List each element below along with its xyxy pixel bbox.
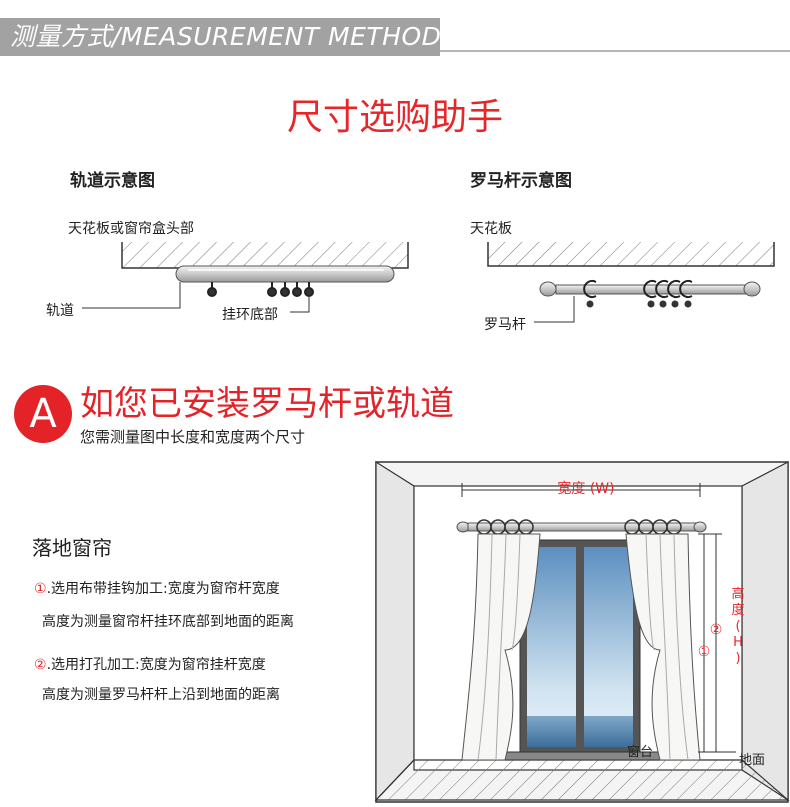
track-ceiling-label: 天花板或窗帘盒头部 <box>68 221 194 237</box>
note-2-text: .选用打孔加工:宽度为窗帘挂杆宽度 <box>46 657 266 673</box>
note-1-line-1: ①.选用布带挂钩加工:宽度为窗帘杆宽度 <box>34 578 280 598</box>
note-2-line-1: ②.选用打孔加工:宽度为窗帘挂杆宽度 <box>34 654 266 674</box>
rod-ceiling-label: 天花板 <box>470 221 512 237</box>
track-ceiling <box>121 242 409 269</box>
track-diagram-title: 轨道示意图 <box>70 171 155 191</box>
height-char-5: ) <box>735 651 740 666</box>
rod-ceiling <box>487 242 775 267</box>
note-2-line-2: 高度为测量罗马杆杆上沿到地面的距离 <box>42 687 280 703</box>
section-a-title: 如您已安装罗马杆或轨道 <box>80 384 454 424</box>
header-divider <box>440 50 790 52</box>
hook-bottom-label: 挂环底部 <box>222 307 278 323</box>
height-char-2: 度 <box>731 602 744 618</box>
header-band <box>0 18 440 56</box>
note-1-marker: ① <box>34 581 47 597</box>
rod-diagram-title: 罗马杆示意图 <box>470 171 572 191</box>
header-title: 测量方式/MEASUREMENT METHOD <box>10 22 442 51</box>
width-label: 宽度 (W) <box>557 480 614 497</box>
window-diagram <box>374 460 790 803</box>
roman-rod <box>534 280 761 323</box>
marker-2: ② <box>710 622 723 638</box>
section-a-subtitle: 您需测量图中长度和宽度两个尺寸 <box>80 428 306 446</box>
track-label: 轨道 <box>46 303 74 319</box>
sill-label: 窗台 <box>627 744 653 760</box>
floor-label: 地面 <box>739 753 765 768</box>
height-char-4: H <box>733 635 743 650</box>
section-a-badge: A <box>14 385 72 443</box>
rod-label: 罗马杆 <box>484 317 526 333</box>
height-char-1: 高 <box>731 586 744 602</box>
track-rail <box>82 265 395 313</box>
note-1-text: .选用布带挂钩加工:宽度为窗帘杆宽度 <box>46 581 280 597</box>
marker-1: ① <box>698 644 711 660</box>
note-2-marker: ② <box>34 657 47 673</box>
height-char-3: ( <box>735 619 740 634</box>
note-1-line-2: 高度为测量窗帘杆挂环底部到地面的距离 <box>42 614 294 630</box>
main-title: 尺寸选购助手 <box>286 97 503 138</box>
floor-curtain-title: 落地窗帘 <box>32 536 112 560</box>
